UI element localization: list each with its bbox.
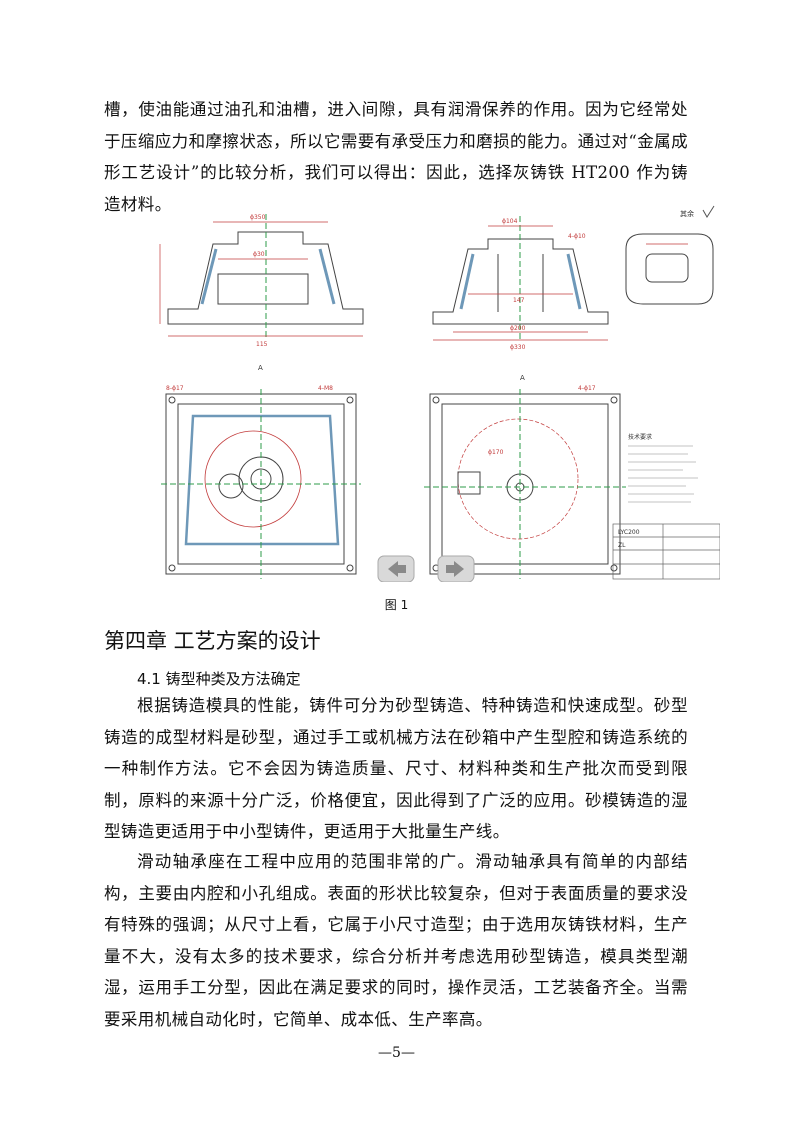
chapter-heading: 第四章 工艺方案的设计	[104, 629, 321, 653]
view-label: A	[520, 374, 525, 382]
dim-label: 8-ϕ17	[166, 385, 184, 392]
dim-label: 147	[513, 297, 525, 304]
technical-notes: 技术要求	[628, 433, 698, 503]
dim-label: ϕ200	[510, 325, 526, 332]
view-label: A	[258, 364, 263, 372]
dim-label: ϕ170	[488, 449, 504, 456]
side-section-view	[432, 216, 609, 341]
roughness-note: 其余	[680, 209, 694, 218]
figure-caption: 图 1	[384, 598, 409, 612]
detail-view	[625, 233, 714, 305]
prev-arrow-button[interactable]	[377, 555, 415, 583]
title-block-text: LYC200	[618, 529, 640, 536]
engineering-drawing-figure: ϕ350 ϕ30 115 ϕ104 4-ϕ10 147 ϕ200 ϕ330	[158, 204, 721, 583]
dim-label: ϕ104	[502, 218, 518, 225]
dim-label: 4-M8	[318, 385, 333, 392]
arrow-right-icon	[446, 561, 464, 577]
dim-label: 4-ϕ17	[578, 385, 596, 392]
title-block-text: ZL	[618, 542, 626, 549]
section-heading: 4.1 铸型种类及方法确定	[137, 670, 301, 688]
front-section-view	[159, 214, 364, 339]
checkmark-icon	[702, 205, 715, 218]
top-plan-view	[161, 389, 361, 579]
dim-label: 4-ϕ10	[568, 233, 586, 240]
tech-notes-title: 技术要求	[628, 433, 652, 441]
page-number: —5—	[378, 1045, 415, 1061]
paragraph-material: 槽，使油能通过油孔和油槽，进入间隙，具有润滑保养的作用。因为它经常处于压缩应力和…	[104, 100, 688, 214]
bottom-plan-view	[424, 389, 626, 579]
dim-label: 115	[256, 341, 268, 348]
dim-label: ϕ30	[253, 251, 265, 258]
paragraph-casting-types: 根据铸造模具的性能，铸件可分为砂型铸造、特种铸造和快速成型。砂型铸造的成型材料是…	[104, 696, 688, 841]
next-arrow-button[interactable]	[437, 555, 475, 583]
cad-drawing: ϕ350 ϕ30 115 ϕ104 4-ϕ10 147 ϕ200 ϕ330	[159, 205, 721, 583]
dim-label: ϕ350	[250, 214, 266, 221]
arrow-left-icon	[388, 561, 406, 577]
dim-label: ϕ330	[510, 344, 526, 351]
paragraph-bearing-seat: 滑动轴承座在工程中应用的范围非常的广。滑动轴承具有简单的内部结构，主要由内腔和小…	[104, 852, 688, 1029]
